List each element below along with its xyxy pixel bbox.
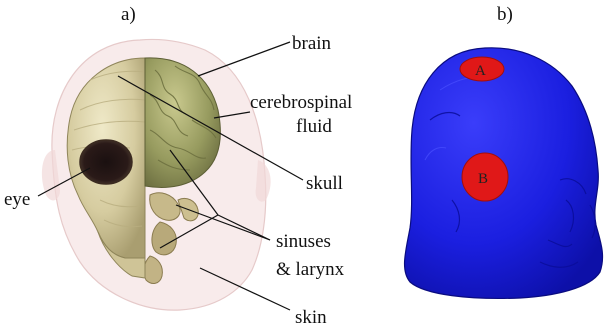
head-mesh-illustration: A B — [405, 48, 603, 299]
ear-right — [256, 160, 271, 202]
electrode-a-label: A — [475, 63, 486, 79]
skin-label: skin — [295, 307, 327, 328]
eye — [80, 140, 132, 184]
csf-label-line2: fluid — [296, 116, 332, 137]
sinuses-label-line2: & larynx — [276, 259, 345, 280]
electrode-b-label: B — [478, 171, 488, 187]
sinuses-label-line1: sinuses — [276, 231, 331, 252]
brain-label: brain — [292, 33, 332, 54]
eye-label: eye — [4, 189, 30, 210]
csf-label-line1: cerebrospinal — [250, 92, 352, 113]
panel-b-label: b) — [497, 4, 513, 25]
skull-label: skull — [306, 173, 343, 194]
panel-a-label: a) — [121, 4, 136, 25]
